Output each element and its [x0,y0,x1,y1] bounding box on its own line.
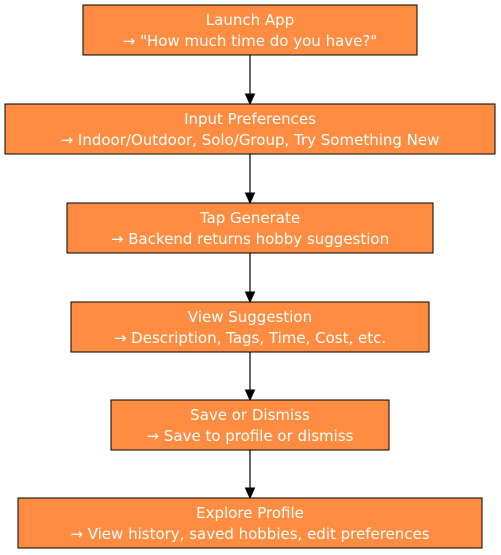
node-detail: → Description, Tags, Time, Cost, etc. [114,329,386,347]
edge-view-suggestion-to-save-or-dismiss [244,352,256,402]
node-save-or-dismiss: Save or Dismiss → Save to profile or dism… [110,399,390,451]
node-title: Tap Generate [199,209,300,227]
arrowhead-icon [244,192,256,205]
arrowhead-icon [244,291,256,304]
node-box [70,301,430,353]
arrowhead-icon [244,487,256,500]
arrowhead-icon [244,93,256,106]
node-title: Launch App [206,11,294,29]
node-box [17,497,483,549]
node-box [66,202,434,254]
node-box [82,4,418,56]
node-detail: → Save to profile or dismiss [147,427,354,445]
node-box [110,399,390,451]
arrowhead-icon [244,389,256,402]
node-detail: → "How much time do you have?" [123,32,378,50]
node-detail: → Indoor/Outdoor, Solo/Group, Try Someth… [61,131,440,149]
node-title: Explore Profile [196,504,304,522]
node-input-preferences: Input Preferences → Indoor/Outdoor, Solo/… [4,103,496,155]
node-title: View Suggestion [188,308,312,326]
nodes-layer: Launch App → "How much time do you have?"… [4,4,496,549]
node-detail: → Backend returns hobby suggestion [111,230,389,248]
edge-launch-app-to-input-preferences [244,55,256,106]
edge-tap-generate-to-view-suggestion [244,253,256,304]
node-title: Save or Dismiss [190,406,310,424]
node-detail: → View history, saved hobbies, edit pref… [70,525,429,543]
node-launch-app: Launch App → "How much time do you have?" [82,4,418,56]
node-box [4,103,496,155]
edge-save-or-dismiss-to-explore-profile [244,450,256,500]
node-explore-profile: Explore Profile → View history, saved hob… [17,497,483,549]
node-view-suggestion: View Suggestion → Description, Tags, Time… [70,301,430,353]
edge-input-preferences-to-tap-generate [244,154,256,205]
edges-layer [244,55,256,500]
node-tap-generate: Tap Generate → Backend returns hobby sugg… [66,202,434,254]
node-title: Input Preferences [184,110,316,128]
